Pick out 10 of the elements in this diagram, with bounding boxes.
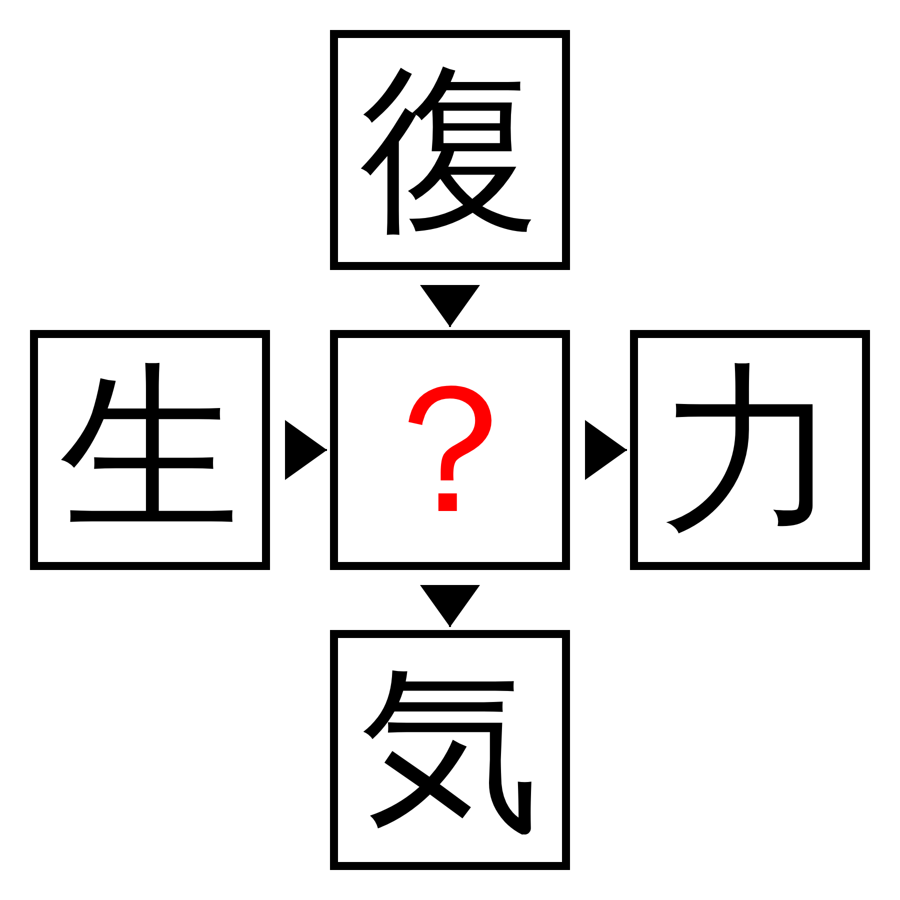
kanji-character: 気	[360, 660, 540, 840]
question-mark: ？	[360, 360, 540, 540]
character-box	[630, 330, 870, 570]
character-box	[330, 330, 570, 570]
character-box	[330, 630, 570, 870]
kanji-character: 生	[60, 360, 240, 540]
character-box	[30, 330, 270, 570]
kanji-character: 力	[660, 360, 840, 540]
character-box	[330, 30, 570, 270]
kanji-character: 復	[360, 60, 540, 240]
